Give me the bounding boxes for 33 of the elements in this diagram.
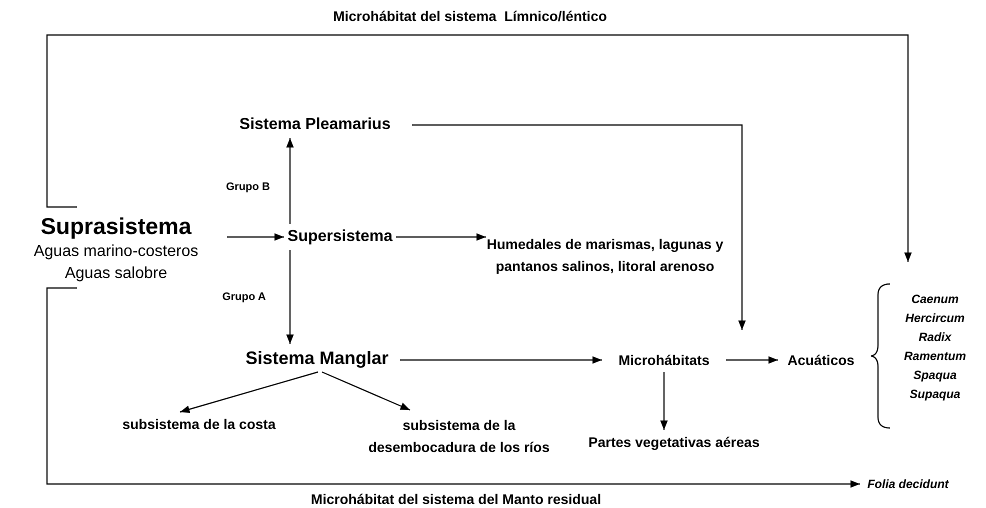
term-label: Hercircum xyxy=(905,310,965,327)
term-label: Supaqua xyxy=(910,386,960,403)
subtitle-label: Aguas salobre xyxy=(64,264,168,284)
habitat-label: Humedales de marismas, lagunas y pantanos salinos, litoral arenoso xyxy=(486,235,724,276)
arrow xyxy=(322,371,410,411)
arrow xyxy=(412,124,746,330)
arrow xyxy=(396,233,486,241)
term-label: Caenum xyxy=(911,291,959,308)
term-label: Folia decidunt xyxy=(867,476,949,493)
subsystem-label: subsistema de la costa xyxy=(122,414,276,434)
habitat-label: Microhábitats xyxy=(618,350,710,370)
arrow xyxy=(286,250,294,344)
arrow xyxy=(400,356,602,364)
system-label: Sistema Pleamarius xyxy=(239,115,391,135)
term-label: Spaqua xyxy=(913,367,957,384)
habitat-label: Acuáticos xyxy=(788,350,854,370)
edge-label: Grupo B xyxy=(226,179,270,196)
arrow xyxy=(726,356,778,364)
edge-label: Grupo A xyxy=(222,289,266,306)
habitat-label: Partes vegetativas aéreas xyxy=(588,432,760,452)
arrow xyxy=(286,138,294,224)
subtitle-label: Aguas marino-costeros xyxy=(34,242,198,262)
term-label: Ramentum xyxy=(904,348,966,365)
arrow xyxy=(660,372,668,430)
system-label: Supersistema xyxy=(288,227,392,247)
arrow xyxy=(46,34,912,262)
subsystem-label: subsistema de la desembocadura de los ríos xyxy=(367,416,551,457)
arrow xyxy=(227,233,284,241)
arrow xyxy=(46,287,860,488)
term-label: Radix xyxy=(918,329,952,346)
system-label: Suprasistema xyxy=(40,212,192,240)
system-label: Sistema Manglar xyxy=(245,346,389,370)
arrow xyxy=(180,371,318,414)
